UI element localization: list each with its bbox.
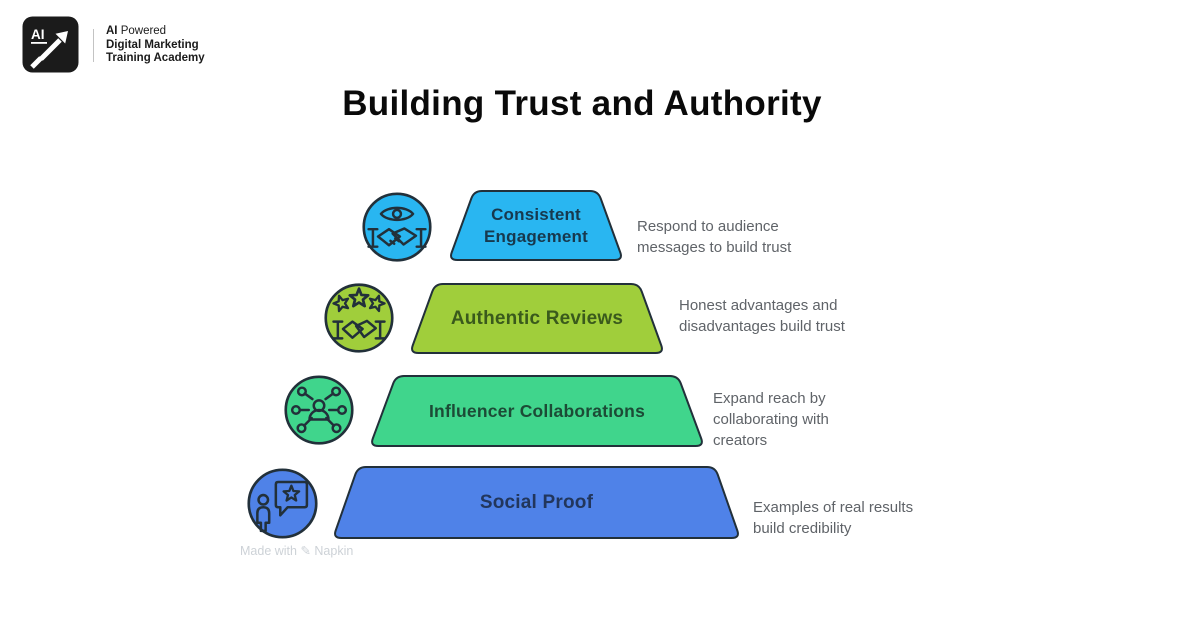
logo-line3: Training Academy (106, 52, 205, 64)
pyramid-level-consistent-engagement (450, 190, 622, 261)
watermark: Made with ✎ Napkin (240, 544, 354, 558)
stars-handshake-icon (324, 283, 394, 353)
person-review-icon (247, 468, 318, 539)
level-description: Respond to audience messages to build tr… (637, 218, 792, 256)
level-description: Honest advantages and disadvantages buil… (679, 297, 845, 335)
svg-text:AI: AI (31, 27, 45, 42)
brand-logo: AI AI Powered Digital Marketing Training… (22, 16, 205, 73)
level-description: Expand reach by collaborating with creat… (713, 390, 829, 449)
logo-tagline: AI Powered (106, 25, 167, 37)
pyramid-level-social-proof (334, 466, 739, 539)
person-network-icon (284, 375, 354, 445)
pyramid-level-influencer-collaborations (371, 375, 703, 447)
logo-ai-arrow-icon: AI (22, 16, 79, 73)
pyramid-level-authentic-reviews (411, 283, 663, 354)
level-description: Examples of real results build credibili… (753, 499, 914, 537)
logo-line2: Digital Marketing (106, 38, 199, 51)
logo-divider (93, 29, 94, 62)
logo-text: AI Powered Digital Marketing Training Ac… (106, 25, 205, 66)
page-title: Building Trust and Authority (342, 84, 822, 123)
eye-handshake-icon (362, 192, 432, 262)
